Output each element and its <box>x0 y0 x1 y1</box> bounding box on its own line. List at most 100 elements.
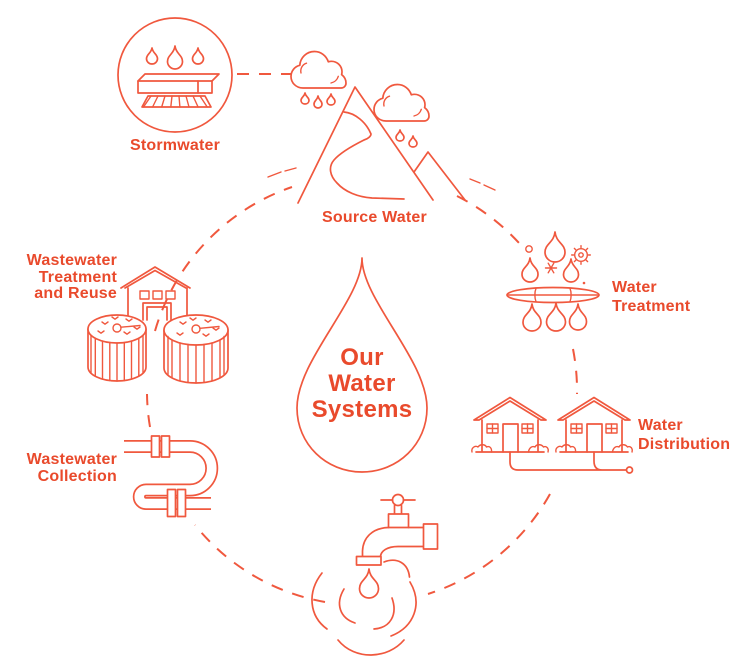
tank-top <box>163 314 229 346</box>
microbe-bubble <box>525 245 533 253</box>
tank-ribs <box>167 335 225 384</box>
bush <box>527 444 549 453</box>
door <box>502 423 519 453</box>
rain-drop-icon <box>313 95 323 109</box>
water-swirl <box>311 559 417 656</box>
label-wastewater-treatment: Wastewater Treatment and Reuse <box>26 252 117 302</box>
swirl-arc <box>383 559 411 578</box>
label-water-treatment: Water Treatment <box>612 279 691 315</box>
plant-window <box>139 290 150 300</box>
clarifier-arm <box>120 324 141 328</box>
window-mullions <box>605 423 618 434</box>
rain-drop-icon <box>191 47 205 65</box>
rain-drop-icon <box>326 93 336 106</box>
window-mullions <box>570 423 583 434</box>
connector-collection-to-wwtreatment <box>146 393 151 428</box>
pipe-flange <box>176 488 187 518</box>
sewer-pipe-inner <box>124 441 217 509</box>
diagram-title: Our Water Systems <box>311 344 413 423</box>
pipe-flange <box>150 435 161 458</box>
stormwater-circle <box>117 17 233 133</box>
rain-drop-icon <box>166 45 184 70</box>
ground-dashes-left <box>267 167 297 178</box>
window-mullions <box>486 423 499 434</box>
connector-wwtreatment-to-source <box>154 186 293 332</box>
clarifier-hub <box>191 324 201 334</box>
clean-drop <box>568 303 588 331</box>
small-peak <box>413 151 466 201</box>
dirty-drop <box>521 257 539 283</box>
rain-drop-icon <box>395 129 405 142</box>
label-wastewater-collection: Wastewater Collection <box>26 451 117 485</box>
faucet-handle <box>391 493 405 507</box>
swirl-arc <box>373 597 395 630</box>
swirl-arc <box>390 581 417 637</box>
roof <box>473 396 547 421</box>
label-source-water: Source Water <box>322 209 427 226</box>
dirty-drop <box>544 231 566 263</box>
clean-drop <box>522 303 542 332</box>
door <box>586 423 603 453</box>
plant-bay-door <box>142 302 172 321</box>
germ-core <box>578 252 584 258</box>
rain-drop-icon <box>408 135 418 148</box>
clarifier-arm <box>199 325 220 329</box>
dirty-drop <box>562 258 580 283</box>
cloud-outline <box>290 50 347 89</box>
bush <box>611 444 633 453</box>
drain-slab-top <box>137 73 220 82</box>
plant-roof <box>120 266 191 289</box>
bush <box>555 444 577 453</box>
pipe-flange <box>166 488 177 518</box>
germ-icon <box>574 247 589 262</box>
center-drop-icon <box>296 257 428 473</box>
house-icon <box>555 396 633 453</box>
filter-drops-icon <box>506 231 600 332</box>
label-stormwater: Stormwater <box>129 137 221 154</box>
drain-slab <box>137 80 213 94</box>
ridge-squiggle <box>329 111 405 200</box>
window-mullions <box>521 423 534 434</box>
clarifier-tank <box>163 314 229 384</box>
faucet-wall-flange <box>422 523 439 550</box>
water-drop-outline <box>296 257 428 473</box>
swirl-arc <box>337 639 405 656</box>
faucet-stem <box>393 504 403 515</box>
connector-source-to-treatment <box>456 195 520 244</box>
filter-grid <box>507 287 599 303</box>
clarifier-hub <box>112 323 122 333</box>
main-peak <box>297 86 434 204</box>
drain-grate-slats <box>142 95 208 108</box>
faucet-outlet <box>355 555 382 566</box>
tank-ribs <box>90 334 144 382</box>
treatment-plant-icon <box>87 266 229 384</box>
rain-drop-icon <box>145 47 159 65</box>
storm-drain-icon <box>117 17 233 133</box>
falling-drop <box>358 568 380 599</box>
cloud-outline <box>373 83 430 122</box>
microbe-asterisk-icon <box>544 262 558 274</box>
swirl-arc <box>311 572 328 630</box>
germ-spikes <box>571 245 591 265</box>
service-pipe <box>509 451 627 471</box>
faucet-spout <box>361 526 425 558</box>
bush <box>471 444 493 453</box>
sewer-pipe-icon <box>124 435 219 518</box>
faucet-icon <box>311 493 439 656</box>
ground-dashes-right <box>469 178 496 191</box>
clarifier-tank <box>87 314 147 382</box>
plant-window <box>152 290 163 300</box>
sludge-flecks <box>97 316 141 335</box>
rain-drops-cloud2 <box>395 129 418 148</box>
connector-faucet-to-collection <box>194 524 326 603</box>
plant-body <box>127 287 188 321</box>
plant-window <box>165 290 176 300</box>
rain-cloud-icon <box>290 50 347 109</box>
clean-drop <box>545 302 567 332</box>
mountains-icon <box>267 86 496 204</box>
cloud-accent <box>300 62 339 84</box>
rain-cloud-icon <box>373 83 430 122</box>
pipe-flange <box>160 435 171 458</box>
houses-pipe-icon <box>471 396 634 474</box>
